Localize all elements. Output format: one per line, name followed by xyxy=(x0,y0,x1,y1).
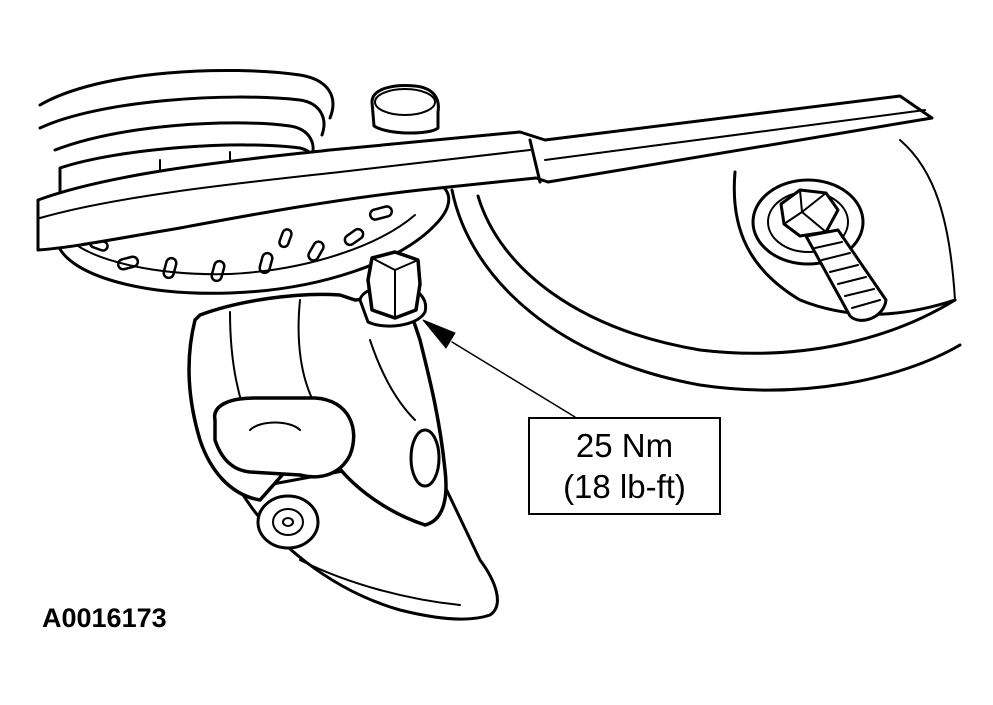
crossmember-bracket xyxy=(36,94,934,252)
torque-nm-label: 25 Nm xyxy=(575,427,674,464)
torque-lbft-label: (18 lb-ft) xyxy=(563,468,686,505)
callout-leader xyxy=(422,319,576,418)
upper-stud xyxy=(370,84,440,135)
tone-ring xyxy=(56,183,451,295)
figure-id-label: A0016173 xyxy=(42,603,167,633)
torque-spec-callout: 25 Nm (18 lb-ft) xyxy=(528,417,721,515)
universal-joint-yoke xyxy=(187,292,448,527)
steering-gear-housing xyxy=(450,139,962,392)
tie-rod-bolt xyxy=(751,178,888,322)
pinch-bolt xyxy=(358,250,428,328)
